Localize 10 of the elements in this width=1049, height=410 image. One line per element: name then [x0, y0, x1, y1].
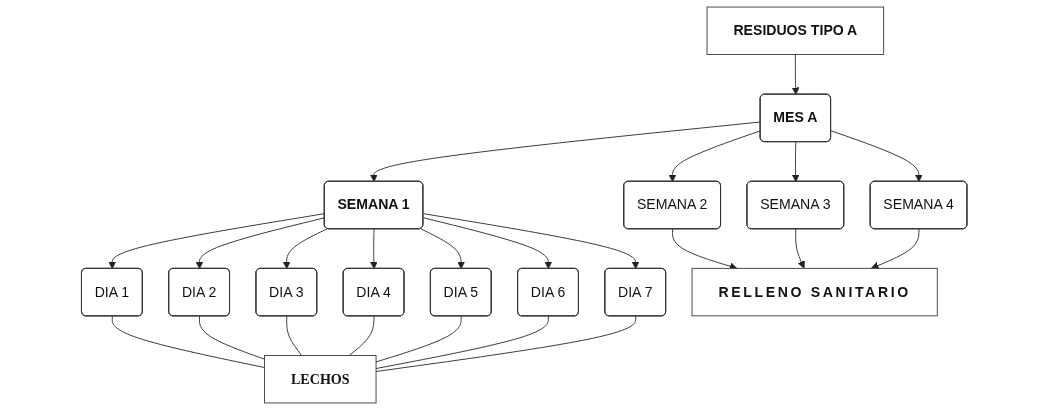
connector	[375, 315, 550, 369]
connector	[375, 315, 462, 363]
node-box: RESIDUOS TIPO A	[706, 6, 885, 55]
connector	[375, 315, 637, 372]
connector	[349, 315, 375, 356]
connector	[199, 315, 266, 360]
connector	[286, 315, 303, 356]
node-box: RELLENO SANITARIO	[691, 267, 938, 317]
node-box: LECHOS	[264, 355, 377, 404]
connector	[112, 315, 266, 368]
